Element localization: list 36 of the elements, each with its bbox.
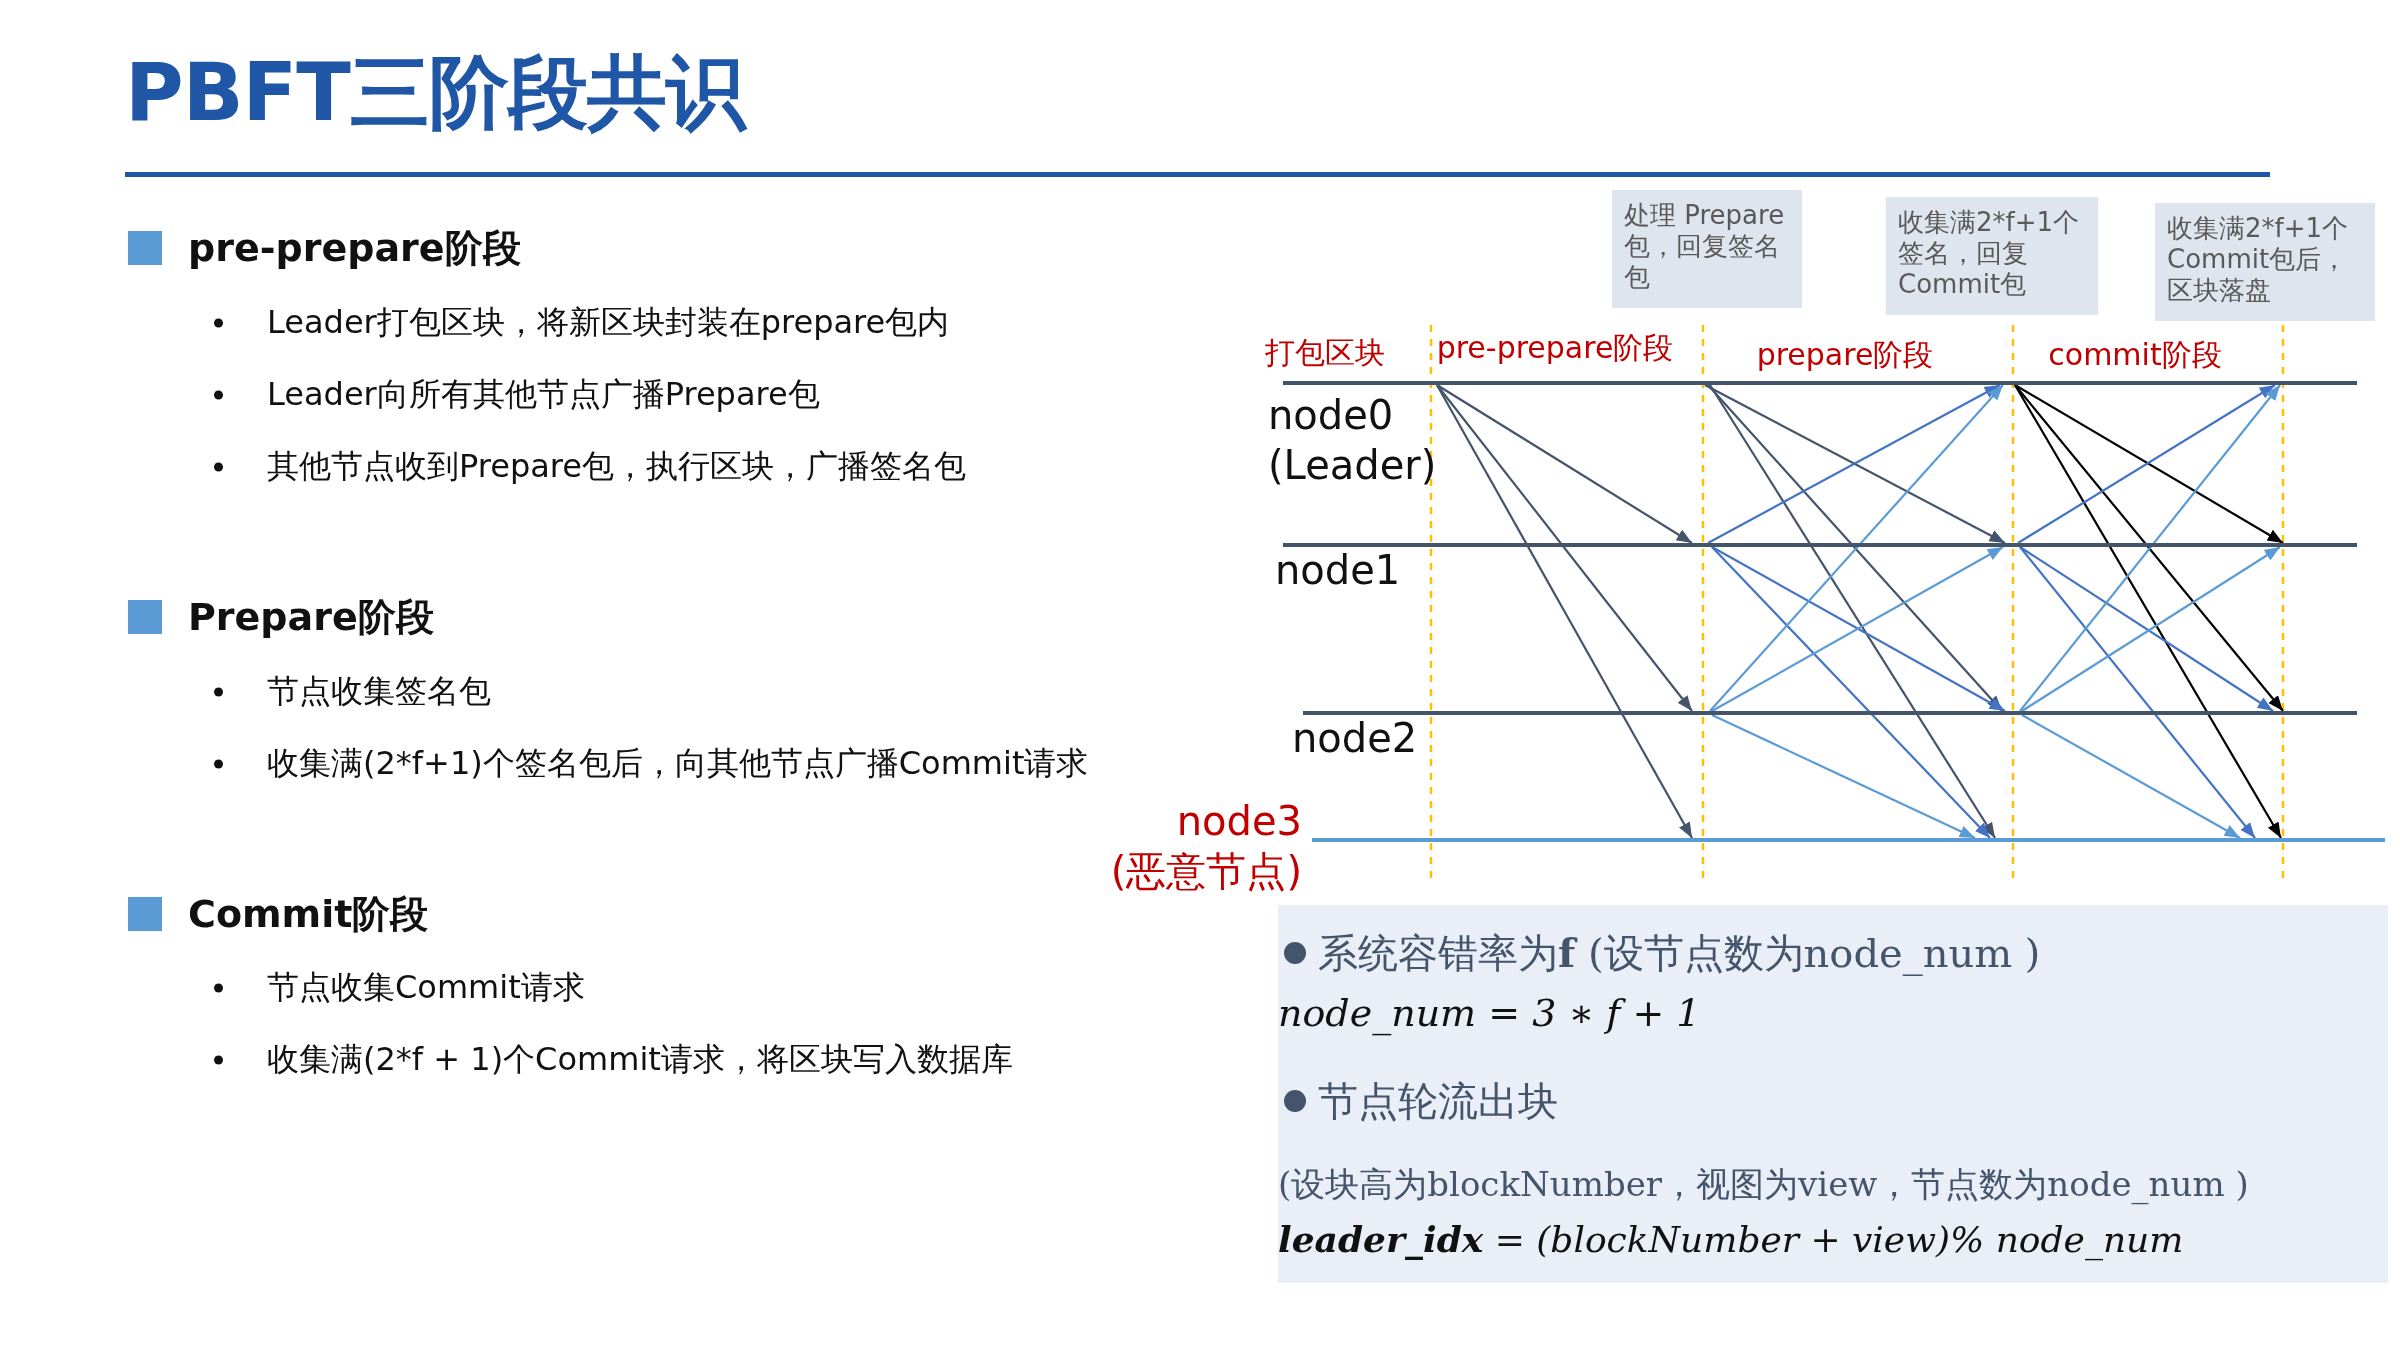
arrow [2014,384,2282,839]
annotation-box: 处理 Prepare包，回复签名包 [1612,190,1802,308]
formula-panel [1278,905,2388,1283]
node-label: node3 (恶意节点) [1110,797,1302,896]
arrow [1436,384,1693,839]
bullet-text: 节点收集签名包 [267,671,491,712]
section-heading: Commit阶段 [188,890,429,938]
arrow [1436,384,1693,712]
phase-label: prepare阶段 [1756,335,1934,374]
arrow [2019,546,2256,839]
bullet-text: 收集满(2*f + 1)个Commit请求，将区块写入数据库 [267,1039,1013,1080]
note-text: 节点轮流出块 [1318,1076,1558,1126]
section-heading: pre-prepare阶段 [188,224,521,272]
node-label: node0 (Leader) [1268,391,1437,490]
node-label: node2 [1292,714,1418,763]
bullet-text: Leader向所有其他节点广播Prepare包 [267,374,820,415]
phase-label: 打包区块 [1265,333,1385,372]
arrow [1709,384,1996,839]
formula-text: leader_idx = (blockNumber + view)% node_num [1278,1218,2184,1260]
arrow [2021,714,2241,839]
formula-text: node_num = 3 ∗ f + 1 [1278,991,1701,1035]
bullet-text: Leader打包区块，将新区块封装在prepare包内 [267,302,950,343]
node-label: node1 [1275,546,1401,595]
section-heading: Prepare阶段 [188,593,434,641]
annotation-box: 收集满2*f+1个Commit包后，区块落盘 [2155,203,2375,321]
bullet-text: 节点收集Commit请求 [267,967,585,1008]
note-text: 系统容错率为f (设节点数为node_num ) [1318,927,2041,978]
phase-label: commit阶段 [2048,335,2222,374]
bullet-text: 收集满(2*f+1)个签名包后，向其他节点广播Commit请求 [267,743,1089,784]
note-text: (设块高为blockNumber，视图为view，节点数为node_num ) [1278,1163,2249,1207]
bullet-text: 其他节点收到Prepare包，执行区块，广播签名包 [267,446,966,487]
annotation-box: 收集满2*f+1个签名，回复Commit包 [1886,197,2098,315]
arrow [1711,546,1991,839]
arrow [1436,384,1693,544]
arrow [1711,714,1976,839]
phase-label: pre-prepare阶段 [1436,328,1674,367]
